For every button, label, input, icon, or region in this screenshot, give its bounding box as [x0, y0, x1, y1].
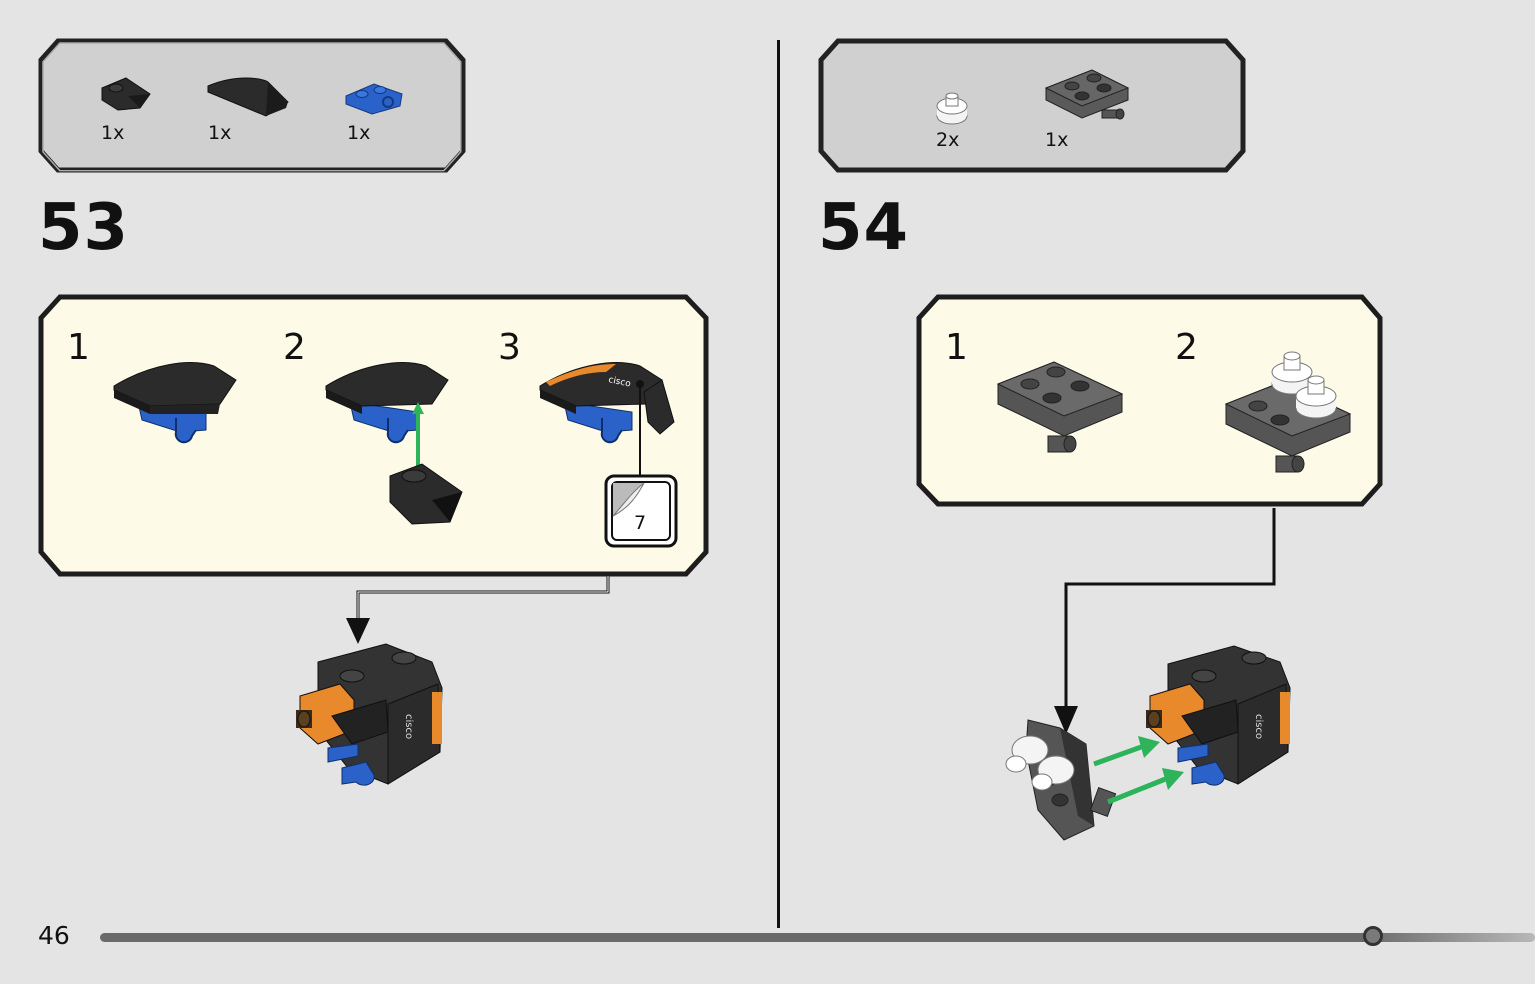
parts-box-54: [818, 38, 1246, 173]
substep-number: 2: [283, 327, 306, 368]
assembly-arrow: [346, 576, 610, 644]
step-number: 54: [818, 191, 910, 265]
substep-number: 3: [498, 327, 521, 368]
sticker-icon: [604, 474, 678, 548]
sticker-leader-line: [636, 380, 644, 476]
sticker-number: 7: [634, 512, 647, 534]
dark-plate-2x2-piece-icon: [1044, 69, 1130, 120]
substep-number: 1: [945, 327, 968, 368]
curved-slope-on-clip-assembly-icon: [113, 362, 237, 444]
model-result-53-icon: cisco: [296, 643, 443, 786]
curved-slope-piece-icon: [207, 77, 289, 117]
substep-number: 1: [67, 327, 90, 368]
blue-clip-plate-piece-icon: [345, 83, 403, 115]
substep-number: 2: [1175, 327, 1198, 368]
part-qty: 1x: [208, 122, 232, 144]
plate-with-white-rounds-assembly-icon: [1224, 351, 1352, 473]
step-number: 53: [38, 191, 130, 265]
part-qty: 1x: [1045, 129, 1069, 151]
page-progress-bar: [100, 933, 1535, 942]
slope-tile-piece-icon: [101, 77, 151, 111]
svg-text:cisco: cisco: [403, 714, 414, 739]
part-qty: 1x: [101, 122, 125, 144]
svg-text:cisco: cisco: [1253, 714, 1264, 739]
assembly-arrow: [1054, 508, 1276, 734]
page-number: 46: [38, 921, 70, 950]
slope-tile-attach-assembly-icon: [325, 362, 463, 525]
sticker-applied-assembly-icon: cisco: [539, 362, 675, 444]
substep-callout-54: [916, 294, 1383, 507]
page-progress-marker: [1362, 926, 1383, 946]
dark-plate-assembly-icon: [996, 361, 1124, 453]
part-qty: 2x: [936, 129, 960, 151]
white-round-piece-icon: [936, 92, 968, 125]
svg-text:cisco: cisco: [607, 375, 632, 390]
part-qty: 1x: [347, 122, 371, 144]
page-divider: [777, 40, 780, 928]
model-result-54-icon: cisco: [1005, 645, 1291, 841]
